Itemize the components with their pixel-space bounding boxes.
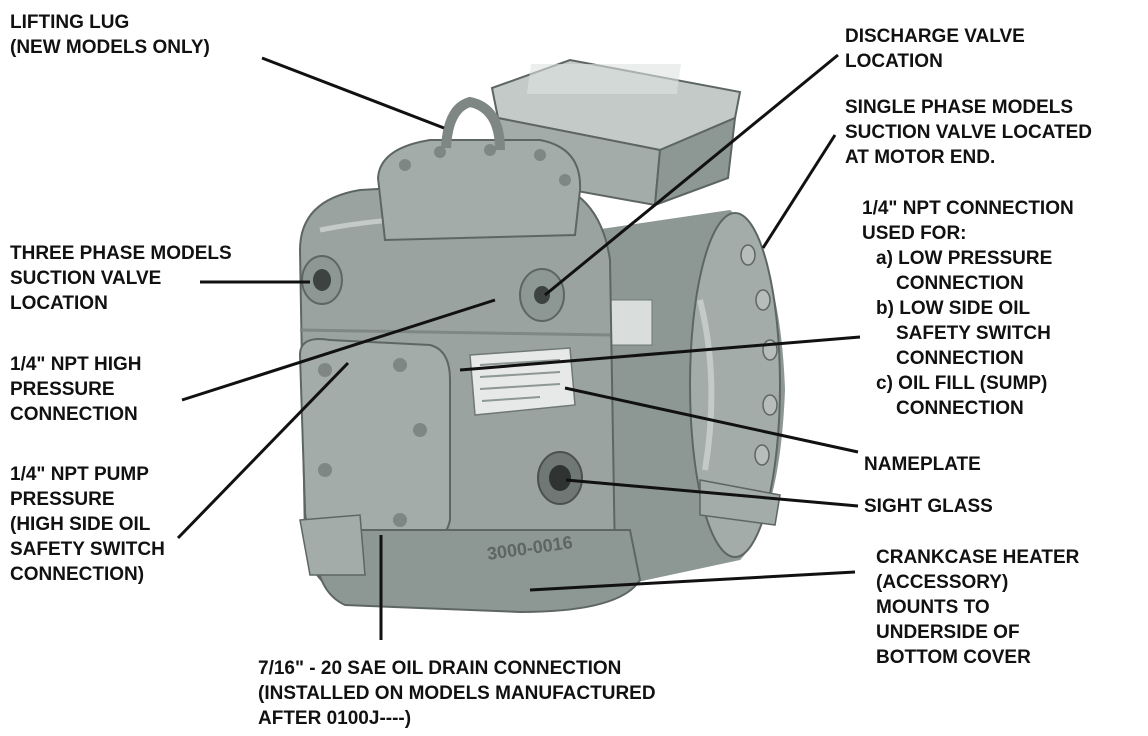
label-npt-item-a-line1: a) LOW PRESSURE [876, 248, 1053, 269]
label-crankcase-line5: BOTTOM COVER [876, 647, 1031, 668]
label-npt-heading-line1: 1/4" NPT CONNECTION [862, 198, 1074, 219]
label-npt-item-b-line3: CONNECTION [896, 348, 1024, 369]
label-single-phase-line3: AT MOTOR END. [845, 147, 996, 168]
sight-glass [537, 451, 583, 505]
label-oil-drain-line3: AFTER 0100J----) [258, 708, 412, 729]
label-sight-glass-line1: SIGHT GLASS [864, 496, 993, 517]
label-oil-drain-line2: (INSTALLED ON MODELS MANUFACTURED [258, 683, 656, 704]
label-crankcase-line1: CRANKCASE HEATER [876, 547, 1080, 568]
label-three-phase-line1: THREE PHASE MODELS [10, 243, 232, 264]
label-single-phase-line2: SUCTION VALVE LOCATED [845, 122, 1092, 143]
label-pump-pressure-line4: SAFETY SWITCH [10, 539, 165, 560]
label-pump-pressure-line1: 1/4" NPT PUMP [10, 464, 149, 485]
label-pump-pressure-line2: PRESSURE [10, 489, 115, 510]
label-discharge-valve: DISCHARGE VALVE LOCATION [845, 24, 1025, 74]
label-discharge-valve-line2: LOCATION [845, 51, 943, 72]
discharge-port [519, 268, 565, 322]
label-lifting-lug-line2: (NEW MODELS ONLY) [10, 37, 210, 58]
oil-pump-cover [298, 338, 451, 547]
leader-nameplate [564, 386, 859, 454]
label-lifting-lug: LIFTING LUG (NEW MODELS ONLY) [10, 10, 210, 60]
leader-discharge-valve [544, 53, 839, 297]
base-feet [299, 479, 781, 614]
leader-crankcase-heater [529, 570, 856, 592]
label-npt-item-b-line2: SAFETY SWITCH [896, 323, 1051, 344]
label-npt-item-c-line1: c) OIL FILL (SUMP) [876, 373, 1048, 394]
label-npt-connection: 1/4" NPT CONNECTION USED FOR: a) LOW PRE… [862, 196, 1074, 421]
leader-lifting-lug [261, 56, 445, 130]
lifting-lug [441, 96, 505, 151]
nameplate [469, 347, 576, 416]
label-single-phase: SINGLE PHASE MODELS SUCTION VALVE LOCATE… [845, 95, 1092, 170]
label-crankcase-line4: UNDERSIDE OF [876, 622, 1020, 643]
suction-port [301, 255, 343, 305]
label-three-phase: THREE PHASE MODELS SUCTION VALVE LOCATIO… [10, 241, 232, 316]
label-sight-glass: SIGHT GLASS [864, 494, 993, 519]
label-nameplate-line1: NAMEPLATE [864, 454, 981, 475]
label-high-pressure-line3: CONNECTION [10, 404, 138, 425]
label-high-pressure-line1: 1/4" NPT HIGH [10, 354, 142, 375]
label-high-pressure: 1/4" NPT HIGH PRESSURE CONNECTION [10, 352, 141, 427]
label-lifting-lug-line1: LIFTING LUG [10, 12, 130, 33]
label-oil-drain: 7/16" - 20 SAE OIL DRAIN CONNECTION (INS… [258, 656, 656, 731]
leader-single-phase [761, 134, 837, 249]
label-single-phase-line1: SINGLE PHASE MODELS [845, 97, 1074, 118]
leader-lines [176, 53, 861, 640]
label-discharge-valve-line1: DISCHARGE VALVE [845, 26, 1025, 47]
label-npt-item-a-line2: CONNECTION [896, 273, 1024, 294]
label-nameplate: NAMEPLATE [864, 452, 981, 477]
label-high-pressure-line2: PRESSURE [10, 379, 115, 400]
label-crankcase-line3: MOUNTS TO [876, 597, 990, 618]
label-pump-pressure-line5: CONNECTION) [10, 564, 145, 585]
leader-sight-glass [565, 478, 859, 508]
label-oil-drain-line1: 7/16" - 20 SAE OIL DRAIN CONNECTION [258, 658, 622, 679]
leader-high-pressure [181, 298, 496, 402]
cylinder-head [376, 139, 582, 242]
leader-npt-connection [459, 335, 861, 372]
label-three-phase-line2: SUCTION VALVE [10, 268, 162, 289]
label-pump-pressure-line3: (HIGH SIDE OIL [10, 514, 151, 535]
leader-pump-pressure [176, 361, 350, 540]
label-crankcase-heater: CRANKCASE HEATER (ACCESSORY) MOUNTS TO U… [876, 545, 1079, 670]
motor-housing [560, 210, 785, 590]
label-three-phase-line3: LOCATION [10, 293, 108, 314]
label-crankcase-line2: (ACCESSORY) [876, 572, 1009, 593]
label-npt-item-b-line1: b) LOW SIDE OIL [876, 298, 1031, 319]
label-npt-item-c-line2: CONNECTION [896, 398, 1024, 419]
label-npt-heading-line2: USED FOR: [862, 223, 967, 244]
label-pump-pressure: 1/4" NPT PUMP PRESSURE (HIGH SIDE OIL SA… [10, 462, 165, 587]
